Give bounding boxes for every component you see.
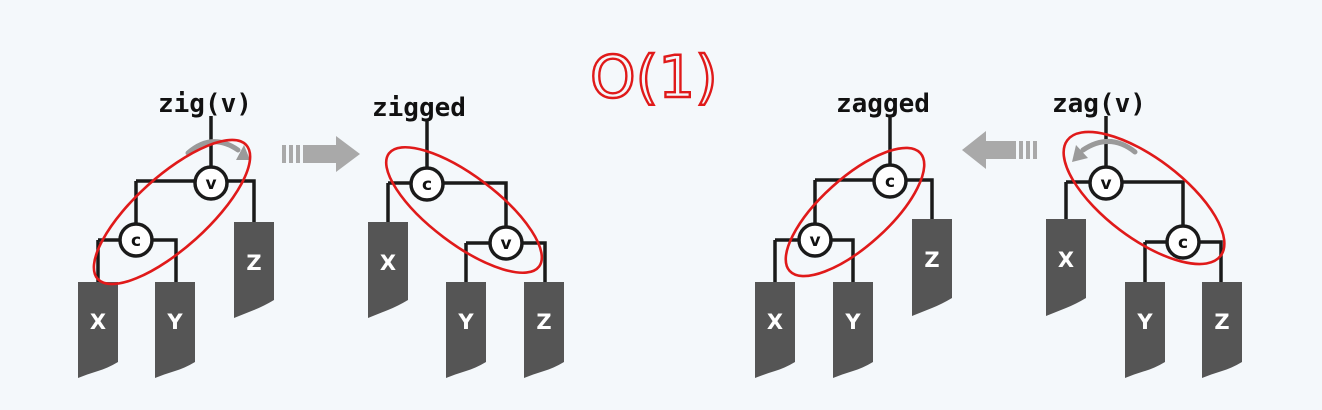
zag-ink-circle	[1062, 130, 1226, 266]
zig-subtree-y	[155, 282, 195, 378]
zagged-ink-circle	[784, 146, 926, 278]
right-arrow-icon	[282, 136, 360, 172]
zagged-node-v	[797, 222, 833, 258]
zig-panel: zig(v) v c Z X Y	[78, 89, 274, 378]
zagged-panel: zagged c v Z X Y	[755, 89, 952, 378]
zigged-panel: zigged c v X Y Z	[368, 93, 564, 378]
zag-subtree-y-label: Y	[1136, 310, 1153, 334]
complexity-annotation: O(1)	[589, 42, 719, 112]
zig-title: zig(v)	[158, 89, 252, 119]
zig-node-c-label: c	[131, 231, 141, 251]
zigged-subtree-z-label: Z	[536, 310, 551, 334]
zigged-subtree-y	[446, 282, 486, 378]
zagged-subtree-x-label: X	[767, 310, 783, 334]
zig-subtree-y-label: Y	[166, 310, 183, 334]
zagged-node-c	[872, 163, 908, 199]
zag-node-c-label: c	[1178, 233, 1188, 253]
zagged-subtree-z-label: Z	[924, 248, 939, 272]
zigged-subtree-x-label: X	[380, 251, 396, 275]
zag-node-v-label: v	[1100, 174, 1111, 194]
zag-panel: zag(v) v c X Y Z	[1046, 89, 1242, 378]
zag-subtree-y	[1125, 282, 1165, 378]
zig-subtree-z	[234, 222, 274, 318]
zagged-node-c-label: c	[885, 172, 895, 192]
zig-subtree-x	[78, 282, 118, 378]
zagged-subtree-x	[755, 282, 795, 378]
zigged-node-v-label: v	[500, 234, 511, 254]
zag-subtree-z-label: Z	[1214, 310, 1229, 334]
zag-subtree-x	[1046, 219, 1086, 316]
zagged-subtree-z	[912, 219, 952, 316]
zig-node-c	[118, 222, 154, 258]
zagged-node-v-label: v	[809, 231, 820, 251]
zigged-ink-circle	[384, 145, 544, 275]
zagged-title: zagged	[836, 89, 930, 119]
zig-subtree-x-label: X	[90, 310, 106, 334]
clockwise-rotation-icon	[185, 139, 241, 156]
zigged-subtree-x	[368, 222, 408, 318]
zigged-node-c	[409, 166, 445, 202]
zagged-subtree-y	[833, 282, 873, 378]
zigged-subtree-z	[524, 282, 564, 378]
zig-subtree-z-label: Z	[246, 251, 261, 275]
zigged-node-v	[488, 225, 524, 261]
zag-title: zag(v)	[1052, 89, 1146, 119]
zig-node-v	[193, 165, 229, 201]
left-arrow-icon	[962, 131, 1037, 169]
zig-ink-circle	[92, 138, 252, 286]
zagged-subtree-y-label: Y	[844, 310, 861, 334]
zag-node-c	[1165, 224, 1201, 260]
zag-node-v	[1088, 165, 1124, 201]
zag-subtree-x-label: X	[1058, 248, 1074, 272]
complexity-text: O(1)	[590, 43, 718, 111]
zig-node-v-label: v	[205, 174, 216, 194]
zigged-title: zigged	[372, 93, 466, 123]
zag-subtree-z	[1202, 282, 1242, 378]
zigged-subtree-y-label: Y	[457, 310, 474, 334]
counterclockwise-rotation-icon	[1080, 139, 1138, 155]
zigged-node-c-label: c	[422, 175, 432, 195]
